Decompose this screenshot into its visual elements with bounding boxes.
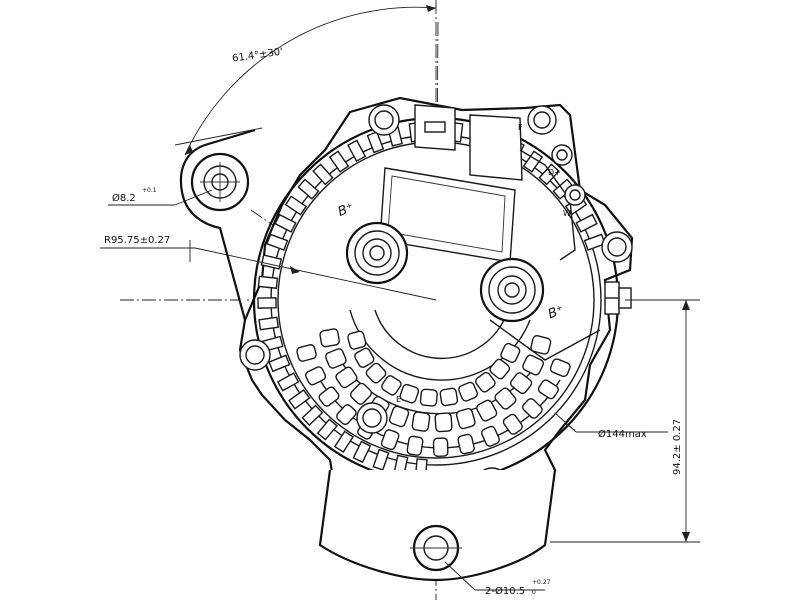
vent-pad: [502, 413, 523, 435]
bolt-d-plus: [551, 144, 573, 166]
radius-dimension: R95.75±0.27: [100, 235, 437, 301]
angle-dimension-label: 61.4°±30': [232, 47, 284, 65]
vent-pad: [530, 335, 552, 355]
vent-pad: [434, 412, 453, 433]
vent-slot: [347, 139, 367, 163]
bolt-lower-left: [356, 402, 388, 434]
vent-pad: [522, 354, 545, 376]
vent-slot: [372, 448, 390, 471]
bolt-left: [239, 339, 271, 371]
hole-dimension-small: Ø8.2 +0.1: [108, 187, 213, 206]
vent-slot: [297, 178, 320, 200]
vent-slot: [575, 213, 598, 233]
vent-pad: [296, 344, 317, 362]
terminal-stud-upper: [345, 221, 409, 285]
diameter-label: Ø144max: [598, 428, 647, 440]
terminal-f-label: F: [518, 123, 523, 132]
vent-slot: [301, 404, 324, 427]
vent-slot: [333, 430, 355, 453]
vent-pad: [354, 347, 375, 368]
vent-pad: [411, 411, 431, 432]
mount-hole-dimension: 2-Ø10.5 +0.27 0: [444, 561, 551, 597]
terminal-d-label: D+: [548, 168, 561, 177]
bolt-top-right: [527, 105, 557, 135]
mount-hole-label: 2-Ø10.5: [485, 585, 525, 597]
mount-hole-tol-upper: +0.27: [532, 579, 551, 586]
vertical-dimension-label: 94.2± 0.27: [672, 419, 683, 475]
vent-slot: [276, 372, 300, 392]
vent-pad: [522, 398, 543, 419]
vent-slot: [284, 195, 308, 216]
vent-pad: [406, 435, 424, 456]
ground-stud-right: [604, 281, 632, 315]
vent-slot: [288, 389, 311, 410]
bolt-right: [601, 231, 633, 263]
regulator-block: [379, 104, 576, 263]
vent-pad: [380, 429, 400, 451]
vent-slot: [316, 418, 338, 441]
vent-slot: [257, 275, 279, 290]
vent-pad: [318, 386, 340, 407]
vent-slot: [257, 297, 277, 309]
vent-pad: [349, 382, 373, 405]
vent-pad: [537, 379, 559, 400]
bolt-w: [564, 184, 586, 206]
terminal-e-label: E: [396, 395, 401, 404]
vent-pad: [481, 425, 500, 447]
vent-slot: [274, 213, 297, 233]
vent-pad: [325, 348, 347, 369]
terminal-b-plus-upper: B⁺: [336, 200, 356, 219]
hole-small-tol: +0.1: [142, 187, 157, 194]
terminal-b-plus-right: B⁺: [546, 303, 566, 322]
radius-label: R95.75±0.27: [104, 235, 170, 246]
vertical-dimension: 94.2± 0.27: [550, 299, 700, 543]
vent-slot: [328, 150, 350, 173]
mount-hole-tol-lower: 0: [532, 589, 536, 596]
vent-pad: [319, 328, 340, 348]
vent-pad: [489, 358, 511, 380]
mounting-lug-bottom: [318, 469, 557, 582]
vent-slot: [258, 316, 280, 331]
vent-pad: [381, 375, 402, 396]
mounting-lug-left: [190, 152, 250, 212]
vent-pad: [549, 358, 571, 378]
vent-pad: [510, 372, 533, 395]
terminal-w-label: W: [563, 209, 571, 218]
vent-pad: [476, 399, 498, 422]
terminal-stud-right: [479, 257, 601, 361]
bolt-top-left: [368, 104, 400, 136]
vent-slot: [312, 163, 334, 186]
diameter-dimension: Ø144max: [554, 412, 668, 440]
vent-pad: [347, 330, 367, 350]
vent-pad: [500, 342, 521, 363]
vent-pad: [457, 433, 475, 455]
vent-slot: [266, 233, 289, 251]
vent-slot: [268, 354, 291, 373]
vent-slot: [352, 440, 372, 464]
vent-pad: [335, 366, 358, 389]
vent-pad: [399, 383, 420, 404]
vent-pad: [388, 405, 410, 428]
vent-pad: [494, 387, 517, 410]
vent-pad: [475, 371, 496, 393]
vent-pad: [432, 437, 449, 458]
vent-pad: [305, 366, 327, 386]
hole-small-label: Ø8.2: [112, 192, 136, 204]
vent-pad: [336, 404, 357, 426]
vent-pad: [458, 381, 478, 402]
vent-pad: [455, 408, 476, 430]
vent-pad: [419, 388, 438, 407]
vent-pad: [439, 387, 459, 407]
vent-pad: [365, 362, 387, 384]
